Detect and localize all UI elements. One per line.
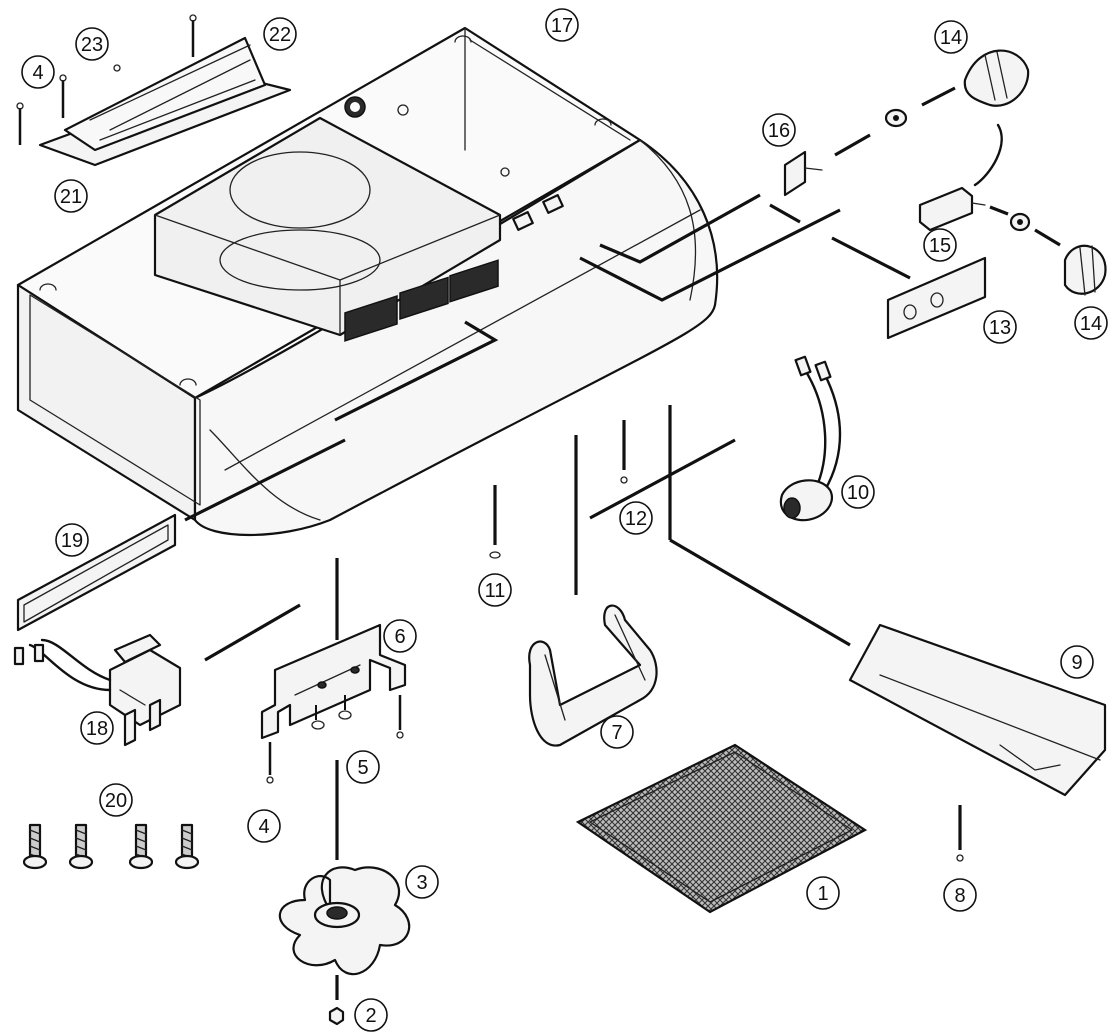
callout-3-label: 3 [416, 872, 427, 894]
callout-23-label: 23 [81, 34, 103, 56]
callout-6: 6 [383, 619, 417, 653]
callout-6-label: 6 [394, 626, 405, 648]
mounting-screws [22, 823, 200, 870]
callout-13: 13 [983, 310, 1017, 344]
light-lens [848, 623, 1107, 862]
fan-blade [278, 866, 411, 976]
fan-nut [328, 1006, 345, 1026]
callout-10-label: 10 [847, 482, 869, 504]
callout-17-label: 17 [551, 15, 573, 37]
callout-4-damper-label: 4 [32, 62, 43, 84]
vent-slots [344, 259, 499, 342]
callout-22: 22 [263, 17, 297, 51]
callout-16-label: 16 [768, 120, 790, 142]
callout-20: 20 [99, 783, 133, 817]
callout-7: 7 [600, 715, 634, 749]
callout-3: 3 [405, 865, 439, 899]
callout-21-label: 21 [60, 186, 82, 208]
callout-8: 8 [943, 878, 977, 912]
hood-housing [16, 26, 841, 537]
callout-4-bracket: 4 [247, 809, 281, 843]
motor [13, 603, 301, 747]
callout-4-bracket-label: 4 [258, 816, 269, 838]
callout-20-label: 20 [105, 790, 127, 812]
callout-4-damper: 4 [21, 55, 55, 89]
callout-1-label: 1 [817, 883, 828, 905]
callout-10: 10 [841, 475, 875, 509]
callout-15: 15 [923, 228, 957, 262]
callout-22-label: 22 [269, 24, 291, 46]
callout-11: 11 [478, 573, 512, 607]
callout-1: 1 [806, 876, 840, 910]
callout-12-label: 12 [625, 508, 647, 530]
callout-16: 16 [762, 113, 796, 147]
damper-assembly [16, 14, 292, 167]
callout-7-label: 7 [611, 722, 622, 744]
callout-13-label: 13 [989, 317, 1011, 339]
lamp-socket-assembly [489, 355, 851, 647]
callout-8-label: 8 [954, 885, 965, 907]
callout-21: 21 [54, 179, 88, 213]
callout-9-label: 9 [1071, 652, 1082, 674]
callout-12: 12 [619, 501, 653, 535]
callout-23: 23 [75, 27, 109, 61]
callout-17: 17 [545, 8, 579, 42]
knob-top [963, 49, 1030, 107]
callout-9: 9 [1060, 645, 1094, 679]
knob-bottom [1063, 244, 1107, 295]
callout-2-label: 2 [365, 1005, 376, 1027]
motor-bracket [260, 558, 407, 1000]
callout-19: 19 [55, 523, 89, 557]
callout-15-label: 15 [929, 235, 951, 257]
callout-5-label: 5 [357, 757, 368, 779]
callout-18-label: 18 [86, 718, 108, 740]
callout-14-top: 14 [934, 20, 968, 54]
lamp-socket-bracket [528, 604, 658, 747]
grease-filter [575, 743, 868, 914]
callout-19-label: 19 [61, 530, 83, 552]
switch-small [783, 150, 807, 197]
callout-11-label: 11 [485, 580, 506, 602]
callout-14-bottom: 14 [1074, 306, 1108, 340]
switch-plate [886, 256, 987, 340]
callout-2: 2 [354, 998, 388, 1032]
callout-5: 5 [346, 750, 380, 784]
callout-18: 18 [80, 711, 114, 745]
switch-assembly [769, 49, 1107, 340]
callout-14-top-label: 14 [940, 27, 962, 49]
callout-14-bottom-label: 14 [1080, 313, 1102, 335]
ductless-label [16, 438, 346, 632]
switch [918, 186, 974, 232]
